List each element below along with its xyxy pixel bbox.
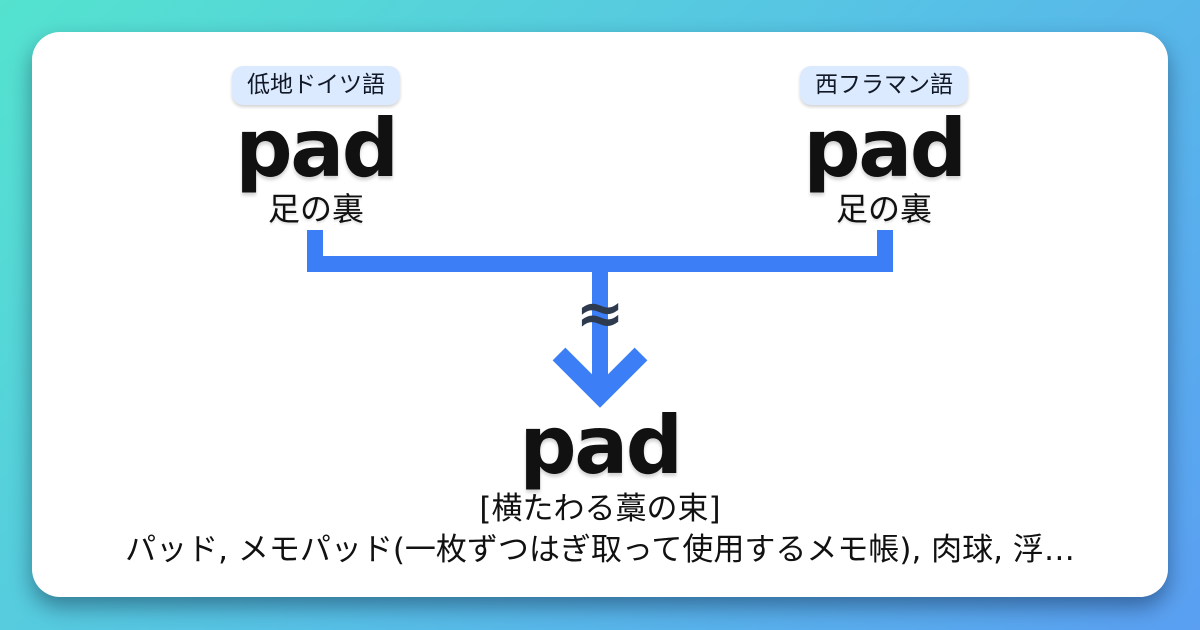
result-definition: パッド, メモパッド(一枚ずつはぎ取って使用するメモ帳), 肉球, 浮… <box>125 532 1075 568</box>
source-gloss-left: 足の裏 <box>267 190 364 228</box>
source-panel-left: 低地ドイツ語 pad 足の裏 <box>32 66 600 228</box>
result-word: pad <box>519 399 683 492</box>
down-arrow-icon <box>552 347 648 408</box>
result-block: pad [横たわる藁の束] パッド, メモパッド(一枚ずつはぎ取って使用するメモ… <box>32 406 1168 568</box>
card: 低地ドイツ語 pad 足の裏 西フラマン語 pad 足の裏 ≈ pad [横たわ… <box>32 32 1168 597</box>
merge-bracket <box>307 230 893 386</box>
source-panel-right: 西フラマン語 pad 足の裏 <box>600 66 1168 228</box>
approx-equal-icon: ≈ <box>575 279 625 347</box>
bracket-bar <box>307 256 893 272</box>
merge-connector-graphic <box>307 230 893 408</box>
result-etymology-gloss: [横たわる藁の束] <box>479 491 721 527</box>
language-badge-right: 西フラマン語 <box>800 66 968 105</box>
source-gloss-right: 足の裏 <box>835 190 932 228</box>
source-word-left: pad <box>235 102 399 195</box>
source-word-right: pad <box>803 102 967 195</box>
arrow-shaft <box>592 272 608 386</box>
language-badge-left: 低地ドイツ語 <box>232 66 400 105</box>
